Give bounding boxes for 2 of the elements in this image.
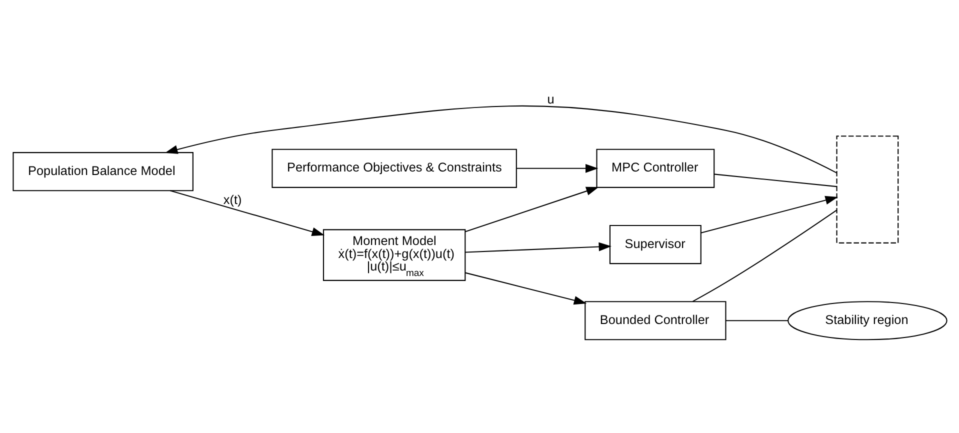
edge-label: x(t) [222,192,242,207]
edge-label: u [546,92,554,106]
